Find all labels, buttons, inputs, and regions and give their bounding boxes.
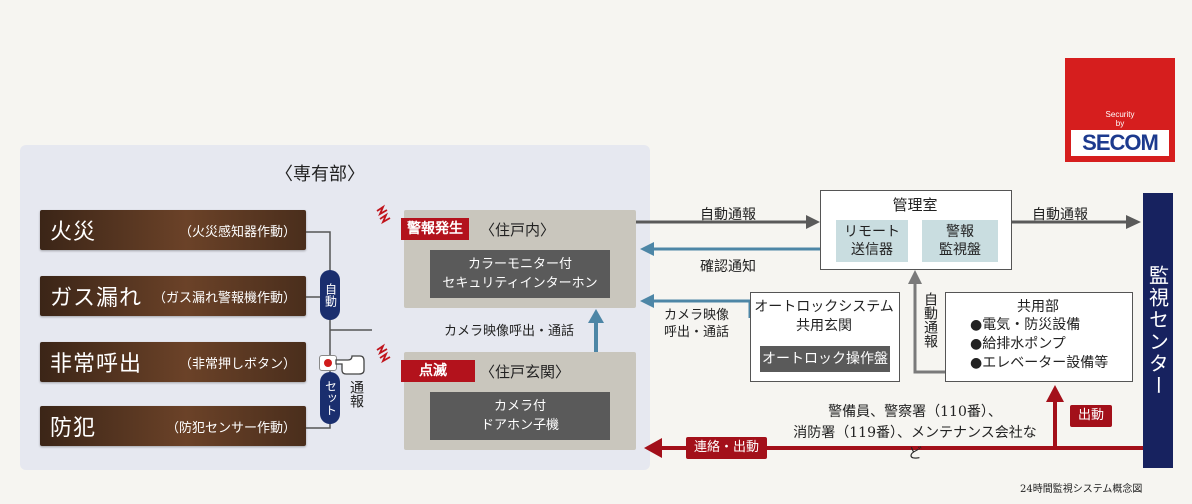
alarm-wave-icon (376, 204, 391, 364)
logo-brand: SECOM (1071, 130, 1169, 156)
monitor-center: 監視センター (1143, 193, 1173, 468)
autolock-title: オートロックシステム 共用玄関 (750, 298, 898, 336)
arrow-common-to-management-line (913, 282, 945, 374)
category-fire-detail: （火災感知器作動） (178, 224, 296, 240)
arrow-common-to-management-head (908, 270, 922, 284)
set-pill-label: セット (323, 380, 338, 416)
category-gas: ガス漏れ （ガス漏れ警報機作動） (40, 276, 306, 316)
door-phone-line-2: ドアホン子機 (480, 418, 559, 433)
report-label: 通報 (348, 380, 364, 408)
autolock-title-line-2: 共用玄関 (796, 317, 852, 334)
intercom-line-1: カラーモニター付 (467, 256, 572, 272)
category-emergency-label: 非常呼出 (50, 352, 143, 377)
camera-call-right-label: カメラ映像 呼出・通話 (664, 308, 729, 342)
category-fire-label: 火災 (50, 220, 97, 245)
center-auto-report-label: 自動通報 (1032, 207, 1088, 223)
camera-call-right-line-1: カメラ映像 (664, 308, 730, 323)
category-emergency-detail: （非常押しボタン） (178, 356, 296, 372)
category-crime: 防犯 （防犯センサー作動） (40, 406, 306, 446)
alarm-monitor-panel: 警報 監視盤 (922, 220, 998, 262)
arrow-contact-dispatch-head (644, 438, 662, 458)
auto-report-label: 自動通報 (700, 207, 756, 223)
arrow-entrance-up-head (588, 309, 604, 323)
alarm-panel-line-2: 監視盤 (939, 242, 981, 258)
camera-call-link-label: カメラ映像呼出・通話 (444, 324, 575, 339)
common-item-elevator: ●エレベーター設備等 (970, 354, 1109, 371)
category-crime-detail: （防犯センサー作動） (165, 420, 296, 436)
logo-tagline: Security by (1065, 110, 1175, 128)
camera-door-phone: カメラ付 ドアホン子機 (430, 392, 610, 440)
auto-pill-label: 自動 (323, 283, 338, 307)
autolock-title-line-1: オートロックシステム (754, 299, 894, 315)
management-title: 管理室 (892, 196, 938, 214)
category-gas-label: ガス漏れ (50, 286, 143, 311)
arrow-dispatch-up-head (1046, 385, 1064, 402)
diagram-caption: 24時間監視システム概念図 (1020, 484, 1143, 495)
arrow-confirm-head (640, 242, 654, 256)
pointing-hand-icon (335, 355, 365, 375)
door-phone-line-1: カメラ付 (493, 398, 546, 414)
dispatch-label: 出動 (1070, 405, 1113, 427)
camera-call-right-line-2: 呼出・通話 (664, 324, 730, 340)
logo-line-2: by (1115, 119, 1125, 128)
intercom-line-2: セキュリティインターホン (442, 276, 598, 291)
category-emergency: 非常呼出 （非常押しボタン） (40, 342, 306, 382)
category-fire: 火災 （火災感知器作動） (40, 210, 306, 250)
arrow-auto-report-head (806, 215, 820, 229)
common-auto-report-label: 自動通報 (922, 292, 938, 348)
auto-pill: 自動 (320, 270, 340, 320)
indoor-title: 〈住戸内〉 (480, 221, 556, 239)
responders-label: 警備員、警察署（110番）、 消防署（119番）、メンテナンス会社など (790, 402, 1040, 465)
private-area-title: 〈専有部〉 (275, 164, 365, 185)
common-item-electric: ●電気・防災設備 (970, 317, 1081, 333)
color-monitor-intercom: カラーモニター付 セキュリティインターホン (430, 250, 610, 298)
responders-line-2: 消防署（119番）、メンテナンス会社など (793, 425, 1037, 462)
secom-logo: Security by SECOM (1065, 58, 1175, 162)
remote-line-1: リモート (844, 223, 900, 240)
arrow-camera-right-head (640, 294, 654, 308)
responders-line-1: 警備員、警察署（110番）、 (828, 404, 1002, 420)
common-list: ●電気・防災設備 ●給排水ポンプ ●エレベーター設備等 (970, 316, 1108, 373)
autolock-panel: オートロック操作盤 (760, 346, 890, 372)
alarm-tag: 警報発生 (401, 218, 469, 240)
category-gas-detail: （ガス漏れ警報機作動） (152, 290, 296, 306)
common-title: 共用部 (1017, 299, 1059, 315)
remote-line-2: 送信器 (851, 242, 893, 258)
alarm-panel-line-1: 警報 (946, 223, 974, 240)
arrow-center-head (1126, 215, 1141, 229)
category-crime-label: 防犯 (50, 416, 97, 441)
logo-line-1: Security (1105, 110, 1135, 119)
blink-tag: 点滅 (401, 360, 475, 382)
common-area (945, 292, 1133, 382)
contact-dispatch-label: 連絡・出動 (686, 437, 768, 459)
confirm-notice-label: 確認通知 (700, 259, 756, 275)
common-item-pump: ●給排水ポンプ (970, 335, 1066, 352)
entrance-title: 〈住戸玄関〉 (480, 363, 571, 381)
set-pill: セット (320, 372, 340, 424)
remote-transmitter: リモート 送信器 (836, 220, 908, 262)
